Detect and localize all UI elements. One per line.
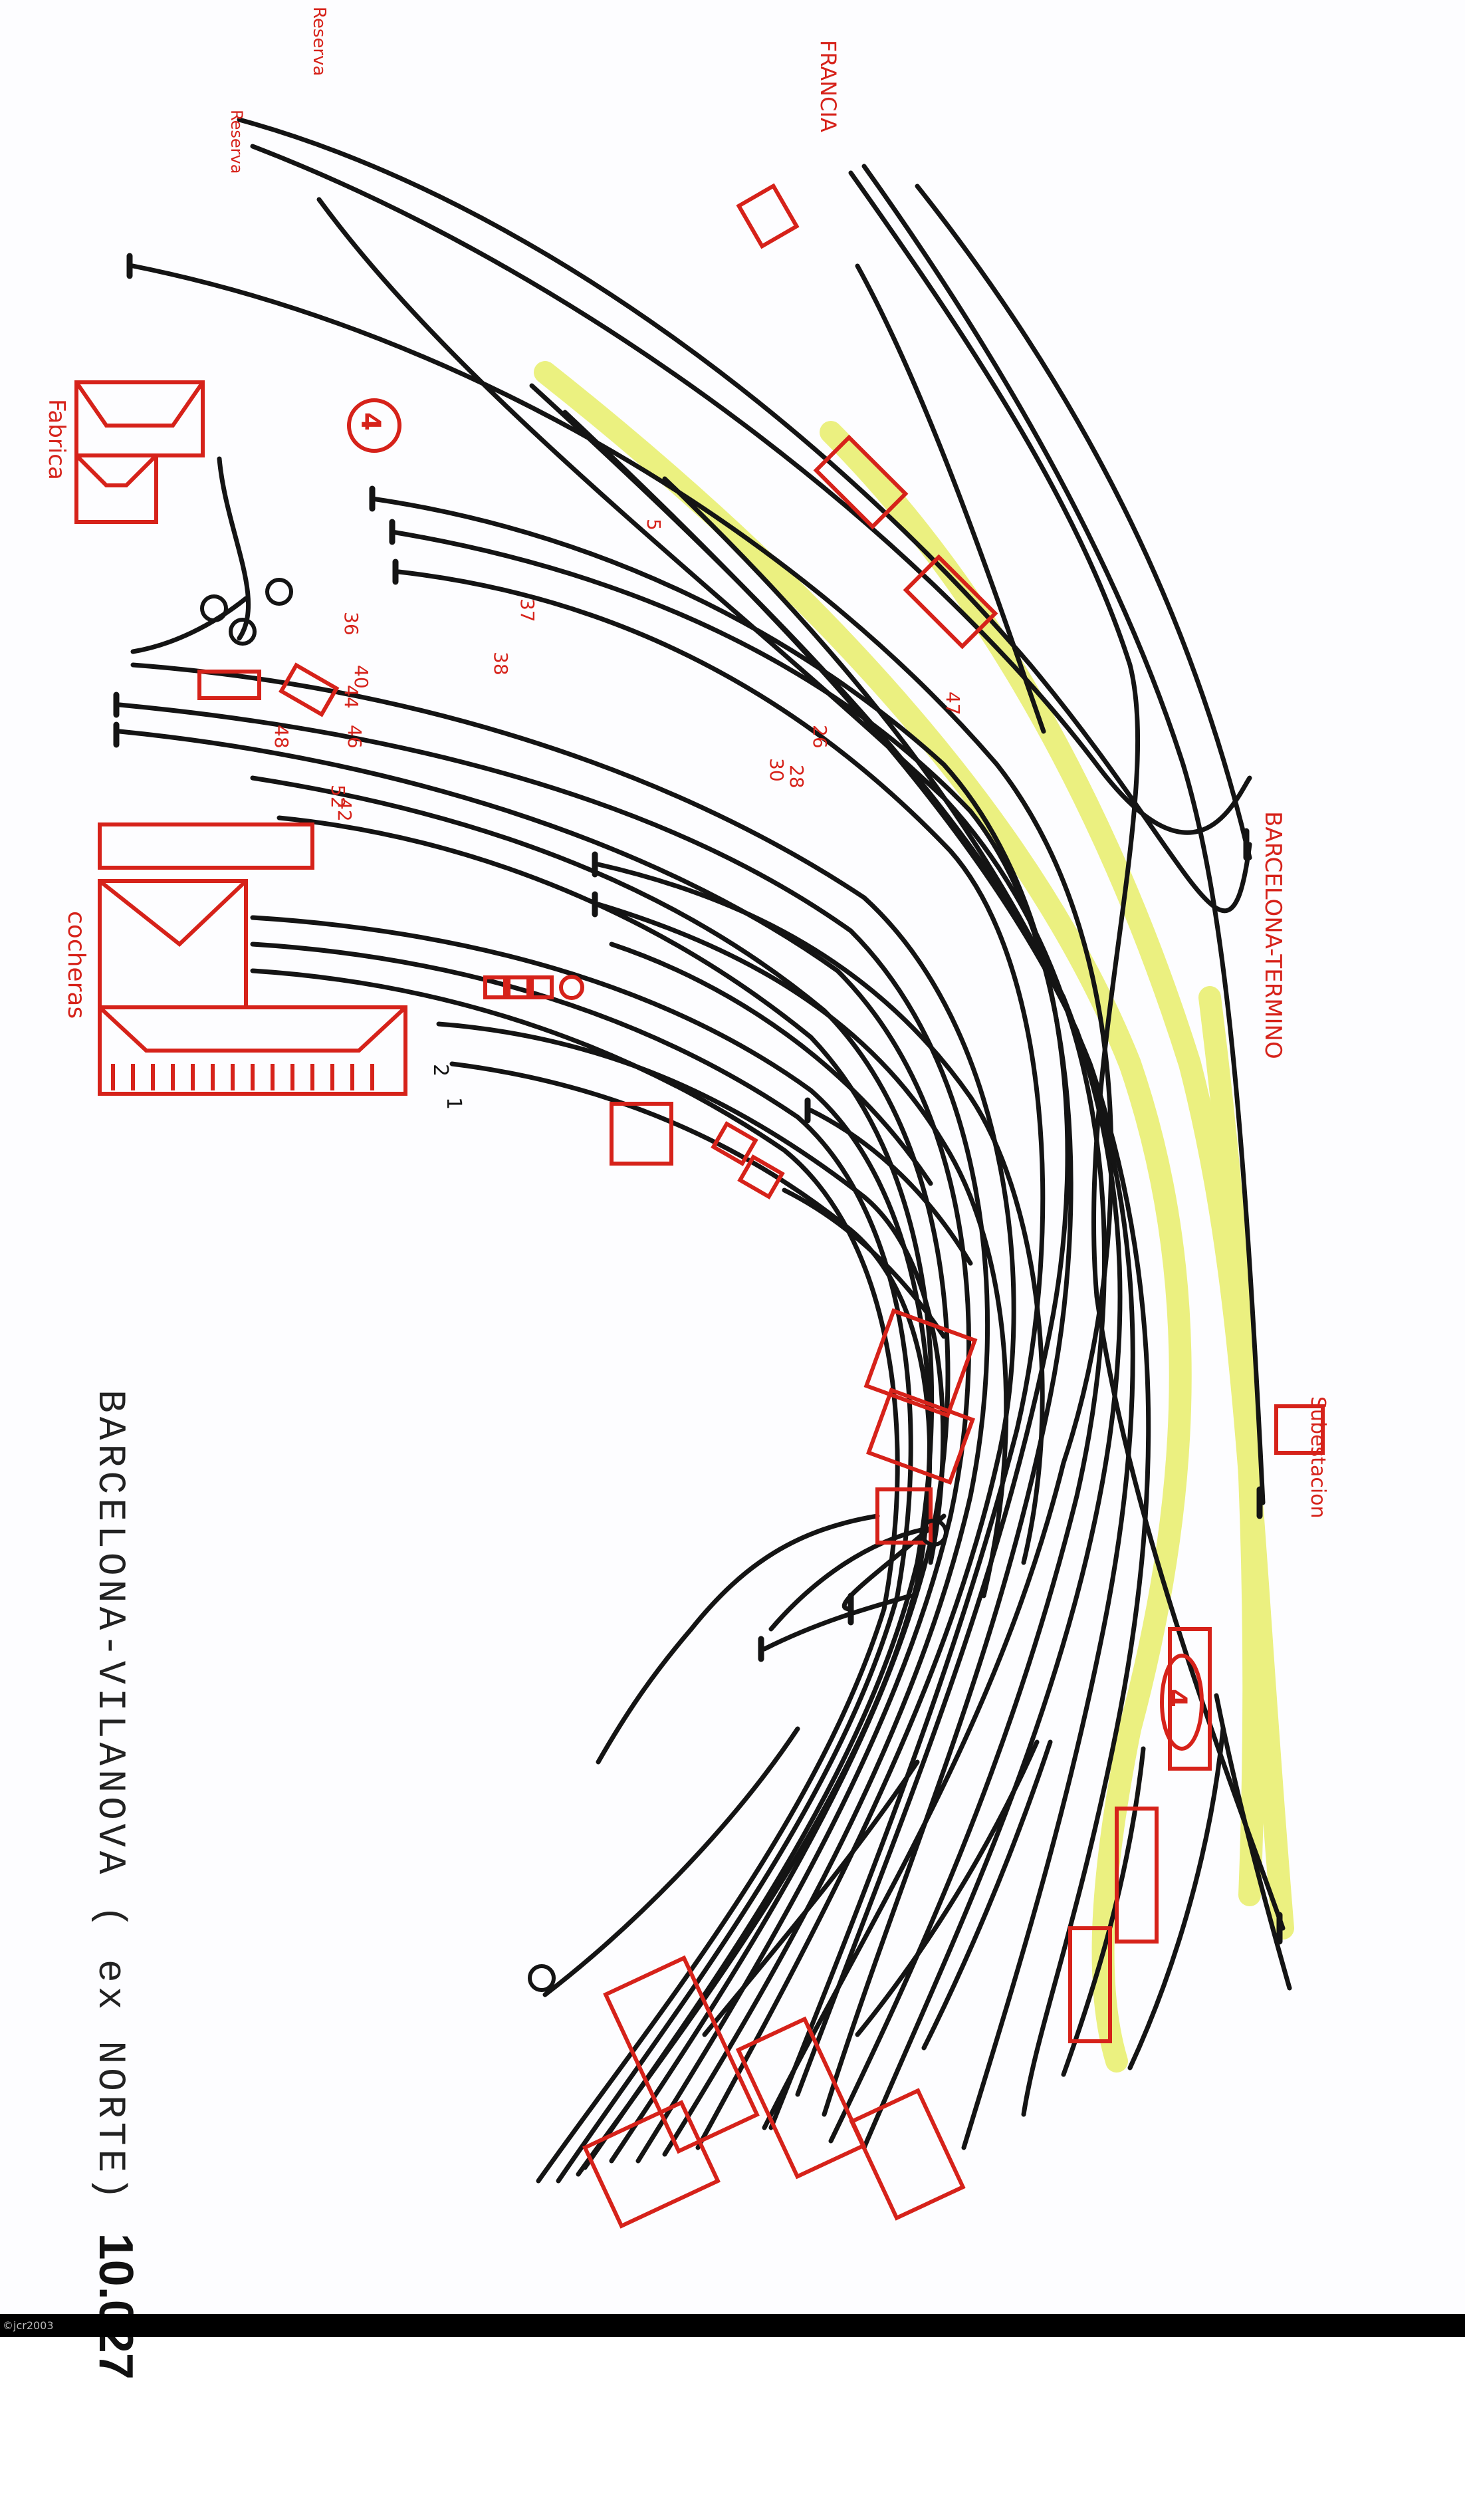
- track-number: 26: [809, 725, 831, 749]
- track-number: 2: [429, 1064, 452, 1077]
- sheet-number: 10.027: [89, 2233, 142, 2380]
- drawing-sheet: Fabrica cocheras FRANCIA BARCELONA-TERMI…: [43, 7, 1329, 2380]
- track-number: 36: [340, 612, 362, 636]
- building-small-sheds: [197, 183, 1325, 2043]
- building-cocheras: [98, 822, 407, 1096]
- circled-number-2: 4: [1161, 1689, 1192, 1707]
- track-number: 1: [442, 1097, 465, 1110]
- building-fabrica: [74, 380, 205, 524]
- label-francia: FRANCIA: [816, 40, 841, 132]
- footer-bar: ©jcr2003: [0, 2314, 1465, 2337]
- label-barcelona-termino: BARCELONA-TERMINO: [1260, 811, 1286, 1059]
- symbols-small: [483, 975, 584, 1000]
- copyright-text: ©jcr2003: [3, 2319, 54, 2332]
- highlighted-main-line: [534, 361, 1294, 2073]
- label-cocheras: cocheras: [62, 911, 90, 1019]
- track-number: 44: [340, 685, 362, 709]
- circled-number-markers: [347, 398, 1204, 1751]
- buildings: [74, 183, 1325, 2229]
- label-top-left-2: Reserva: [227, 110, 246, 174]
- diagram-title: BARCELONA-VILANOVA ( ex NORTE) 10.027: [83, 1390, 143, 2520]
- track-number: 5: [643, 519, 665, 531]
- label-fabrica: Fabrica: [43, 399, 70, 480]
- track-diagram: [74, 117, 1325, 2229]
- label-top-left: Reserva: [309, 7, 329, 76]
- building-station: [582, 1955, 966, 2229]
- buffer-stops: [113, 253, 1283, 1945]
- diagram-title-text: BARCELONA-VILANOVA ( ex NORTE): [88, 1390, 131, 2204]
- track-number: 28: [786, 765, 808, 789]
- track-number: 30: [766, 758, 788, 782]
- track-fan: [117, 117, 1292, 2184]
- switch-markers: [200, 578, 948, 1992]
- track-number: 52: [327, 785, 349, 809]
- track-number: 37: [516, 598, 538, 622]
- circled-number-1: 4: [355, 412, 386, 431]
- track-number: 46: [344, 725, 366, 749]
- track-number: 38: [490, 652, 512, 676]
- label-subestacion: Subestacion: [1306, 1396, 1329, 1519]
- track-number: 48: [271, 725, 292, 749]
- track-number: 47: [942, 692, 964, 715]
